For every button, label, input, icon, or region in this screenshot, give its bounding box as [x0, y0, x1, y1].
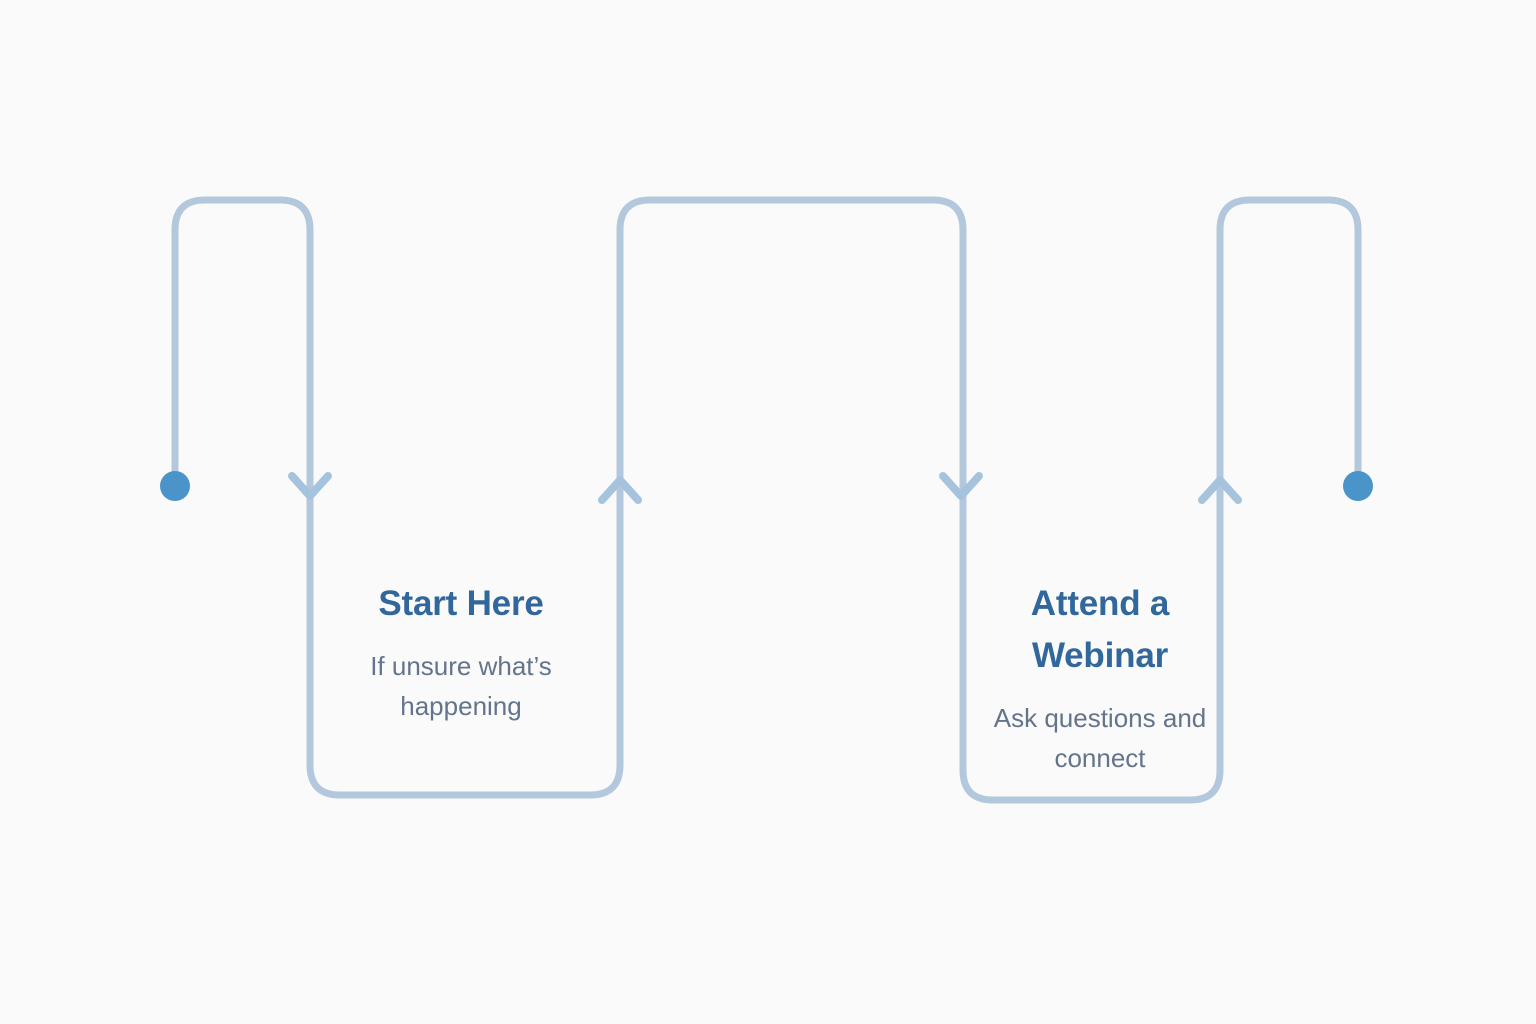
arrow-up-1-icon	[598, 476, 642, 504]
end-endpoint-dot	[1343, 471, 1373, 501]
step-description-attend-a-webinar: Ask questions and connect	[993, 703, 1207, 773]
step-card-attend-a-webinar: Attend a Webinar Ask questions and conne…	[982, 578, 1218, 778]
step-title-start-here: Start Here	[378, 584, 544, 623]
step-description-start-here: If unsure what’s happening	[370, 651, 552, 721]
arrow-down-1-icon	[288, 472, 332, 500]
arrow-down-2-icon	[939, 472, 983, 500]
flow-connector-path	[171, 196, 1362, 804]
start-endpoint-dot	[160, 471, 190, 501]
arrow-up-2-icon	[1198, 476, 1242, 504]
step-card-start-here: Start Here If unsure what’s happening	[330, 578, 592, 726]
step-title-attend-a-webinar: Attend a Webinar	[1030, 584, 1170, 675]
